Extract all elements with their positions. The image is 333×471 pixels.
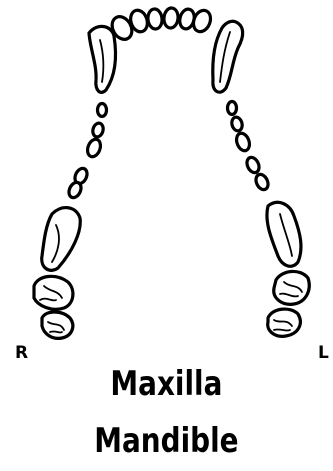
tooth-l-premolar-small bbox=[228, 102, 237, 115]
left-side-label: L bbox=[318, 345, 329, 362]
tooth-l-molar-long bbox=[267, 202, 301, 266]
tooth-l-premolar-4 bbox=[254, 172, 271, 191]
tooth-r-premolar-2 bbox=[85, 137, 102, 158]
tooth-r-premolar-small bbox=[98, 104, 107, 117]
right-side-label: R bbox=[15, 345, 28, 362]
tooth-l-premolar-3 bbox=[245, 155, 262, 174]
left-posterior-teeth bbox=[228, 102, 310, 337]
tooth-canine-left bbox=[213, 21, 243, 92]
tooth-r-molar-1 bbox=[34, 276, 73, 309]
mandible-caption: Mandible bbox=[30, 424, 303, 458]
tooth-r-premolar-1 bbox=[91, 122, 104, 138]
tooth-incisor-3 bbox=[147, 8, 163, 29]
right-posterior-teeth bbox=[34, 104, 107, 339]
tooth-r-premolar-4 bbox=[67, 180, 84, 199]
tooth-l-premolar-1 bbox=[230, 116, 243, 132]
tooth-l-molar-1 bbox=[274, 271, 309, 304]
tooth-l-premolar-2 bbox=[234, 131, 251, 152]
maxilla-caption: Maxilla bbox=[30, 367, 303, 401]
tooth-r-molar-long bbox=[42, 208, 81, 271]
tooth-l-molar-2 bbox=[268, 309, 301, 336]
incisor-teeth bbox=[108, 7, 213, 43]
tooth-incisor-4 bbox=[163, 7, 179, 28]
